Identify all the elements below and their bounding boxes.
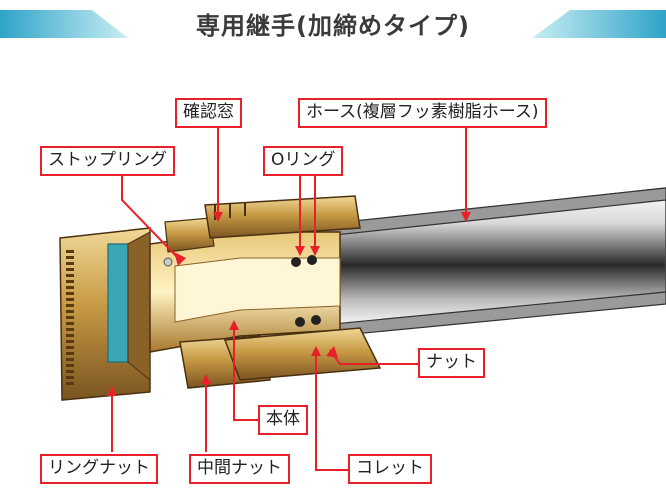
leader-stopper	[121, 176, 181, 261]
callout-kakunin-mado: 確認窓	[175, 98, 242, 128]
callout-nut: ナット	[418, 348, 485, 378]
callout-stopper-ring: ストップリング	[40, 146, 175, 176]
header-left-stripe	[0, 10, 128, 38]
stopper-ring-mark	[163, 257, 173, 267]
leader-arrowheads	[107, 212, 471, 396]
header-right-stripe	[532, 10, 666, 38]
callout-chukan-nut: 中間ナット	[189, 454, 290, 484]
leader-lines	[111, 128, 467, 471]
teal-seal	[107, 243, 129, 363]
header-decoration	[0, 10, 666, 38]
callout-hose: ホース(複層フッ素樹脂ホース)	[298, 98, 547, 128]
ring-nut	[59, 227, 151, 401]
leader-hontai	[233, 326, 258, 421]
page-title: 専用継手(加締めタイプ)	[196, 12, 470, 40]
outer-nut	[204, 195, 382, 381]
leader-collet	[315, 352, 350, 471]
header-banner: 専用継手(加締めタイプ)	[0, 0, 666, 48]
callout-o-ring: Oリング	[263, 146, 344, 176]
o-rings	[291, 255, 321, 327]
callout-hontai: 本体	[258, 405, 308, 435]
callout-ring-nut: リングナット	[40, 454, 158, 484]
callout-collet: コレット	[348, 454, 432, 484]
